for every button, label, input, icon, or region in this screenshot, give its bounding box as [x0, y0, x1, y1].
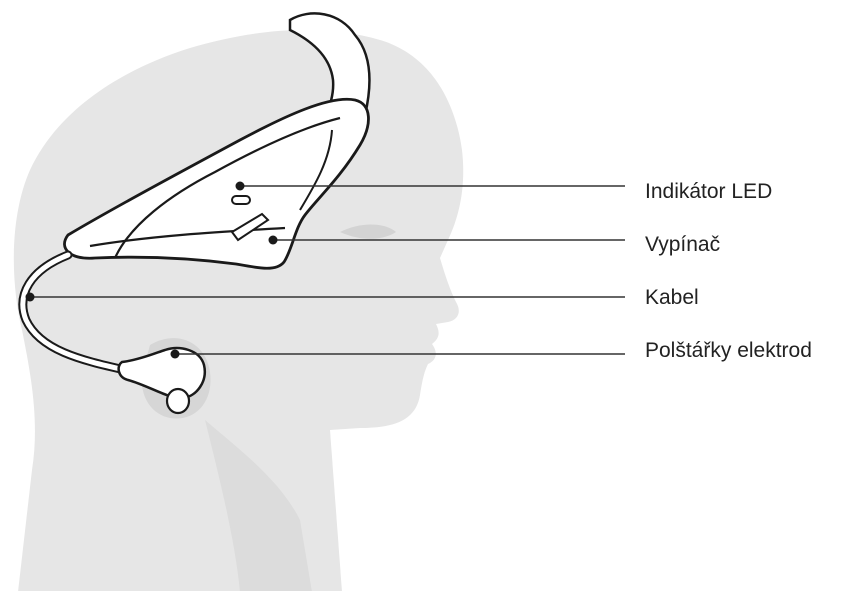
label-led-indicator: Indikátor LED	[645, 181, 772, 202]
led-indicator	[232, 196, 250, 204]
label-power-switch: Vypínač	[645, 234, 720, 255]
marker-led	[236, 182, 245, 191]
marker-switch	[269, 236, 278, 245]
marker-pads	[171, 350, 180, 359]
label-cable: Kabel	[645, 287, 699, 308]
marker-cable	[26, 293, 35, 302]
label-electrode-pads: Polštářky elektrod	[645, 340, 812, 361]
electrode-knob	[167, 389, 189, 413]
